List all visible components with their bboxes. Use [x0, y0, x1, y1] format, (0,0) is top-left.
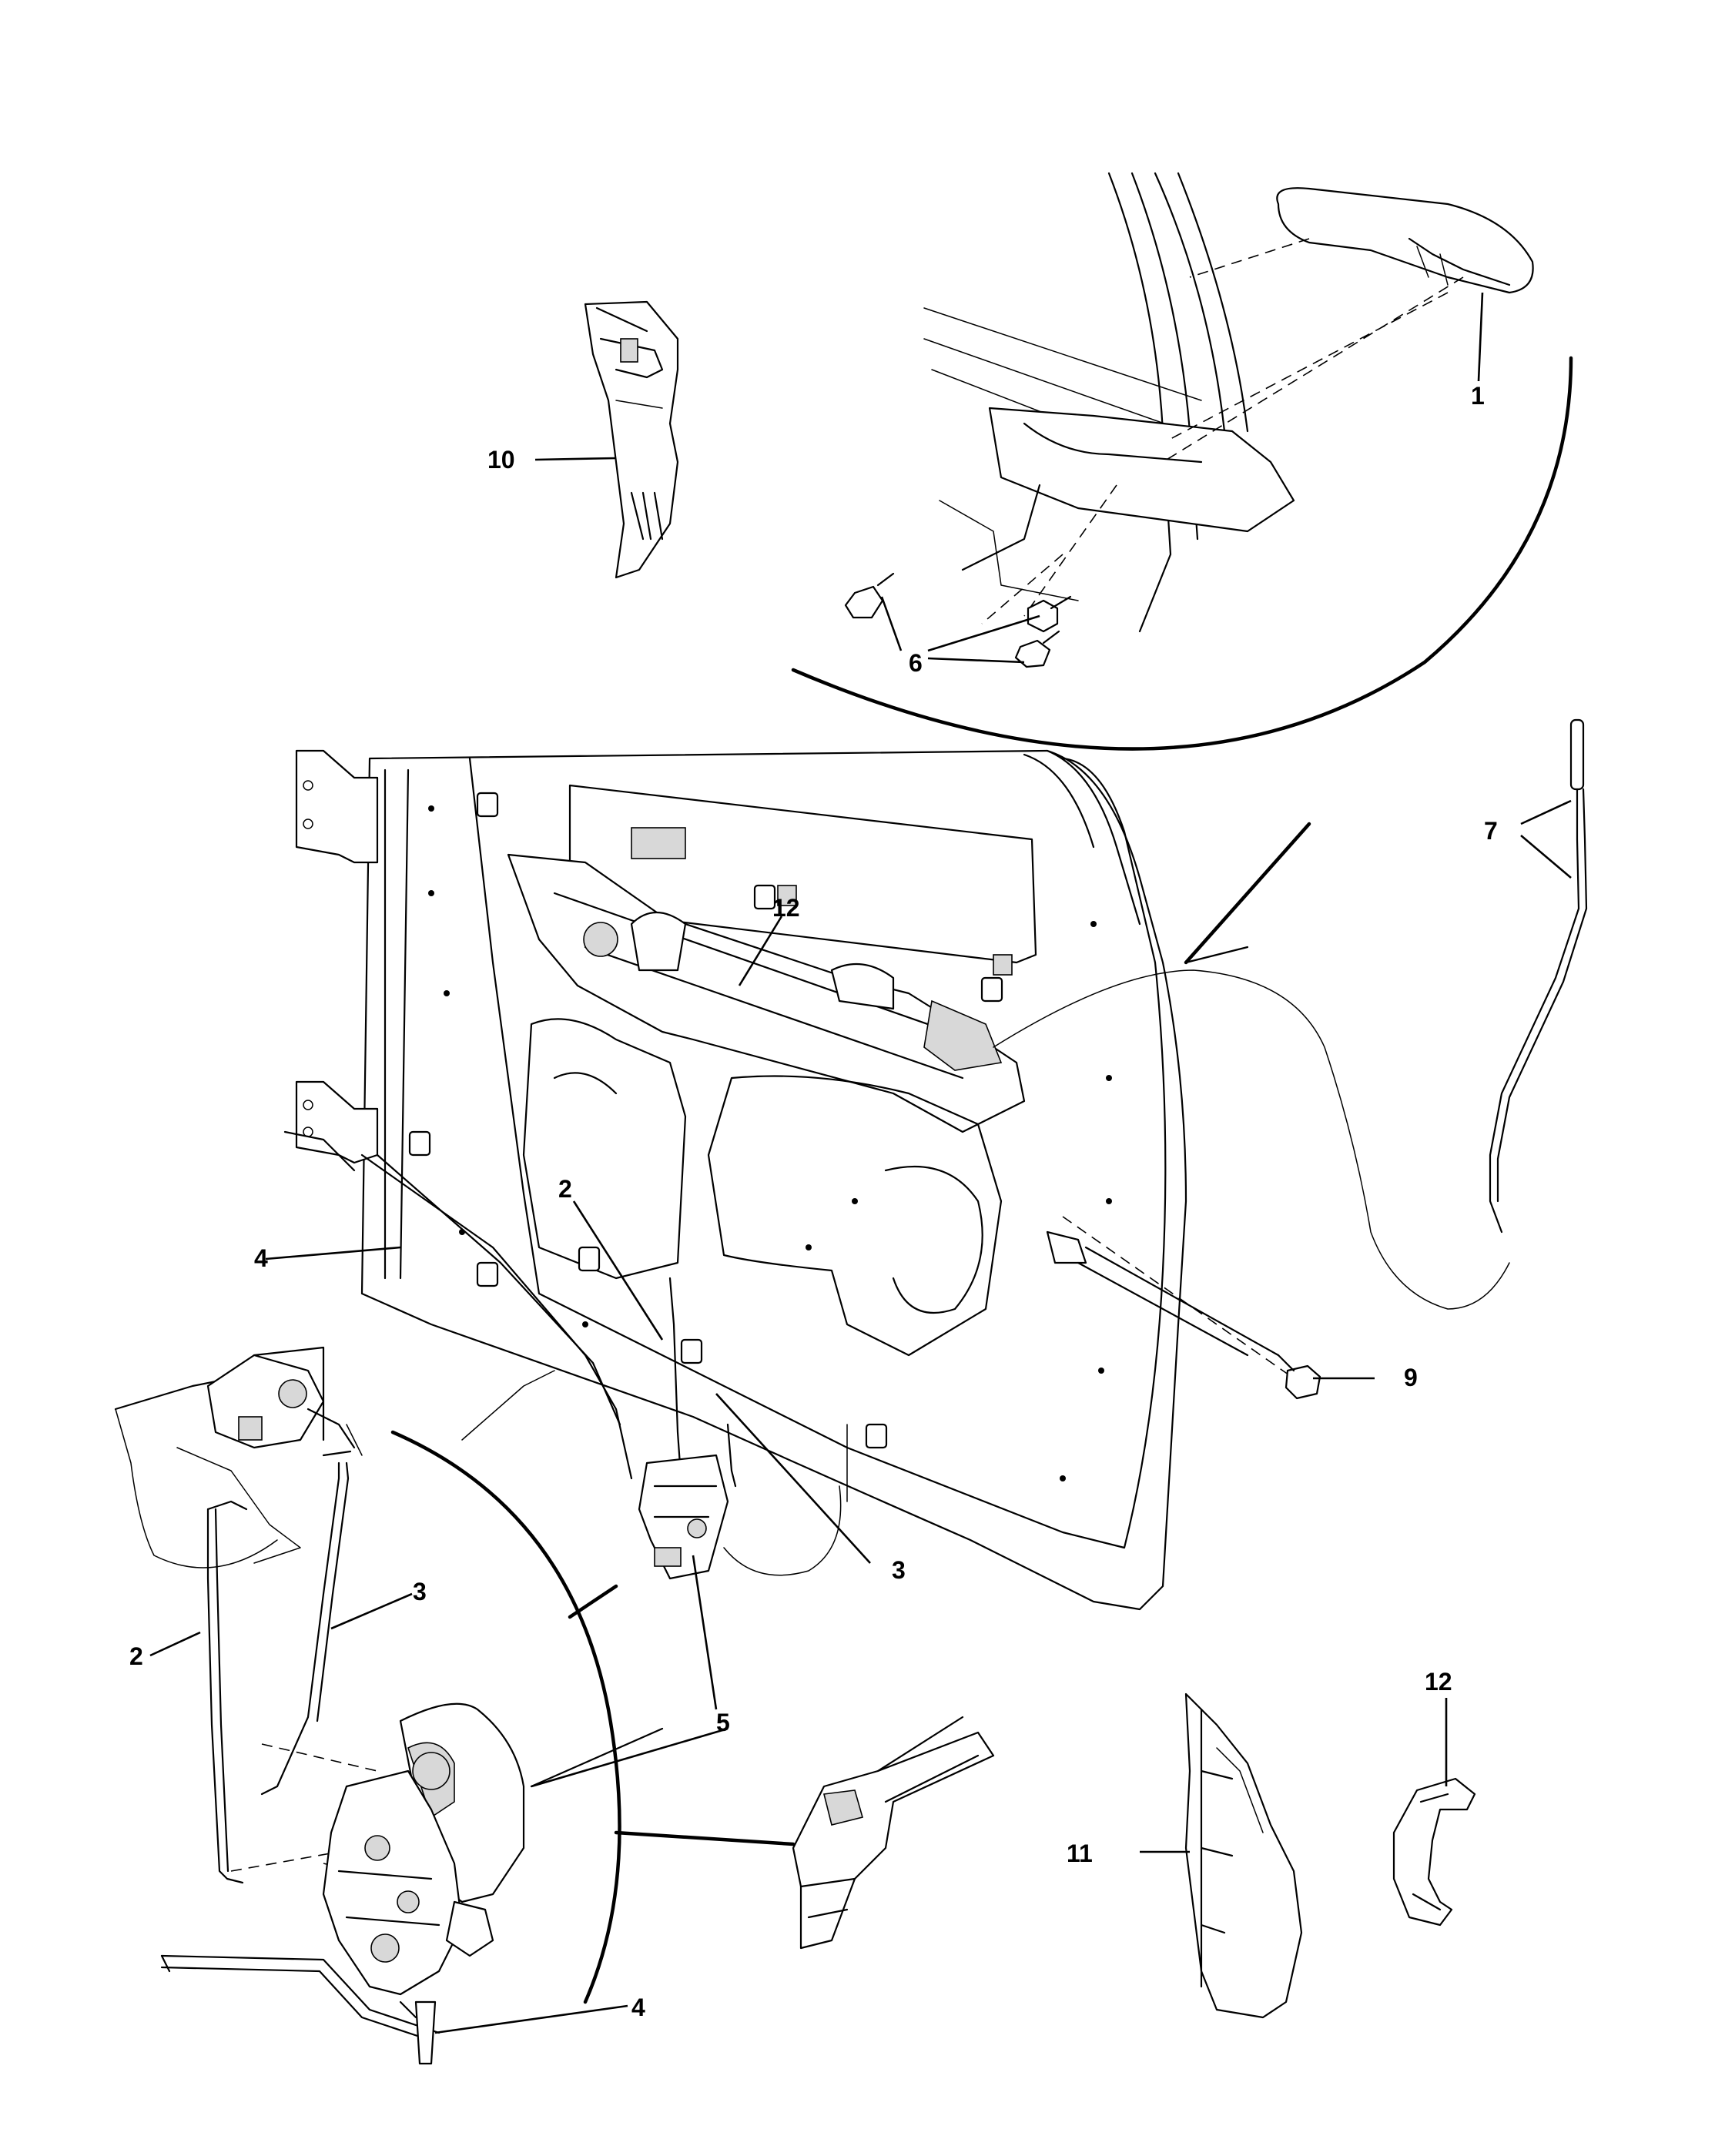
callout-3-detail: 3: [413, 1578, 427, 1605]
callout-7: 7: [1484, 817, 1498, 845]
callout-12-main: 12: [772, 894, 800, 922]
callout-6: 6: [909, 649, 923, 677]
callout-10: 10: [487, 446, 515, 474]
latch-detail-view: [114, 1346, 796, 2065]
fastener-nut-icon: [1027, 595, 1072, 633]
bezel-part-10: [584, 300, 679, 579]
callout-labels: 1 6 10 7 12 2 4 9 3 3 2 5 12 11 4: [129, 382, 1498, 2021]
door-inner-panel: [283, 749, 1510, 1611]
callout-12-clip: 12: [1425, 1668, 1452, 1696]
clip-part-12: [1392, 1777, 1476, 1927]
callout-2-main: 2: [558, 1175, 572, 1203]
callout-4-main: 4: [254, 1244, 268, 1272]
shield-part-11: [1184, 1692, 1303, 2019]
leader-lines: [149, 292, 1572, 2034]
callout-2-detail: 2: [129, 1642, 143, 1670]
callout-5: 5: [716, 1709, 730, 1736]
upper-hinge-icon: [295, 749, 379, 864]
outside-handle-detail-view: [791, 172, 1573, 751]
latch-shield-clip: [792, 1716, 995, 1950]
bolt-part-9: [1277, 1354, 1321, 1400]
door-latch-installed-icon: [638, 1454, 729, 1580]
callout-11: 11: [1067, 1840, 1093, 1867]
lock-rod-part-7: [1489, 718, 1588, 1234]
callout-4-detail: 4: [631, 1994, 645, 2021]
fastener-bolt-icon: [844, 572, 895, 619]
callout-3-main: 3: [892, 1556, 906, 1584]
callout-1: 1: [1471, 382, 1485, 410]
callout-9: 9: [1404, 1364, 1418, 1391]
fastener-clip-icon: [1014, 630, 1060, 668]
